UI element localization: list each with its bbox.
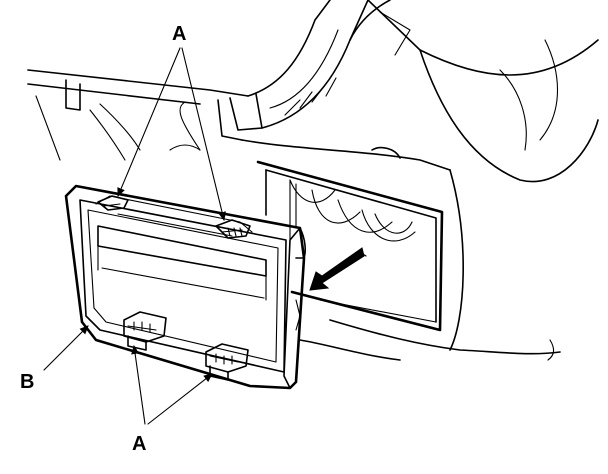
clip-top-right bbox=[215, 219, 251, 239]
leader-bezel bbox=[43, 325, 89, 371]
leader-top-right bbox=[181, 47, 226, 221]
clip-bottom-right bbox=[205, 343, 249, 381]
callout-label-clips-top: A bbox=[172, 23, 186, 45]
leader-top-left bbox=[117, 47, 181, 197]
dash-opening bbox=[256, 160, 444, 332]
callout-label-clips-bottom: A bbox=[132, 433, 146, 455]
removal-direction-arrow bbox=[309, 247, 367, 291]
leader-lines bbox=[43, 47, 226, 425]
leader-bottom-left bbox=[131, 345, 146, 425]
leader-bottom-right bbox=[147, 373, 213, 425]
callout-label-bezel: B bbox=[20, 371, 34, 393]
clip-top-left bbox=[97, 195, 129, 211]
bezel-panel bbox=[64, 184, 306, 390]
dashboard-background bbox=[27, 0, 599, 361]
